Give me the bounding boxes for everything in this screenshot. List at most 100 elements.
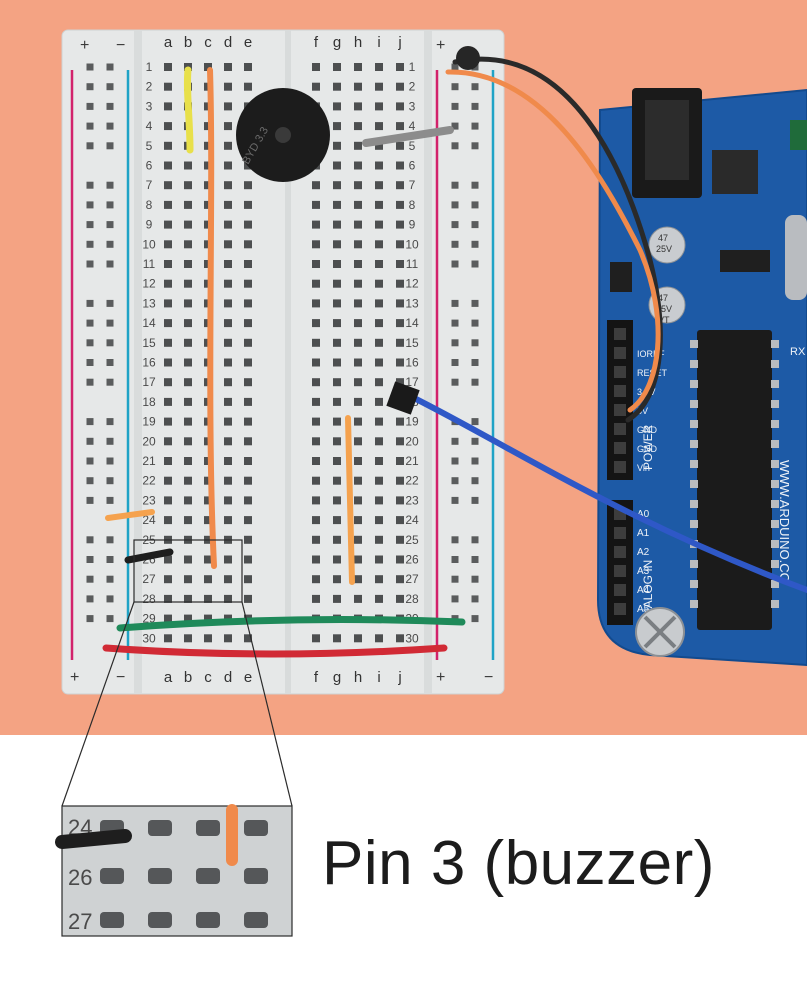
breadboard-hole (164, 161, 172, 170)
column-letter: h (354, 34, 362, 51)
breadboard-hole (375, 378, 383, 387)
rail-hole (471, 556, 479, 563)
header-pin (614, 527, 626, 539)
row-number-left: 21 (142, 454, 156, 468)
chip-pin (771, 600, 779, 608)
breadboard-hole (375, 260, 383, 268)
breadboard-hole (333, 457, 341, 465)
row-number-right: 6 (409, 159, 416, 173)
breadboard-hole (396, 634, 404, 643)
breadboard-hole (333, 161, 341, 170)
rail-hole (471, 359, 479, 366)
chip-pin (690, 600, 698, 608)
breadboard-hole (224, 102, 232, 111)
breadboard-hole (164, 397, 172, 406)
breadboard-hole (224, 594, 232, 603)
breadboard-hole (312, 181, 320, 190)
header-pin (614, 366, 626, 378)
breadboard-hole (164, 378, 172, 387)
breadboard-hole (354, 260, 362, 268)
inset-hole (148, 820, 172, 836)
black-rail-wire (124, 548, 174, 564)
rail-hole (451, 122, 459, 130)
breadboard-hole (224, 358, 232, 367)
row-number-right: 24 (405, 513, 419, 527)
breadboard-right-rail-divider (424, 30, 432, 694)
blue-wire-connector (386, 381, 420, 415)
row-number-right: 19 (405, 415, 419, 429)
breadboard-hole (244, 63, 252, 71)
rail-hole (451, 359, 459, 366)
cap2-label: 47 (658, 293, 668, 303)
breadboard-hole (244, 555, 252, 564)
header-pin (614, 404, 626, 416)
breadboard-hole (204, 476, 212, 485)
row-number-left: 11 (143, 257, 156, 271)
row-number-left: 30 (142, 631, 156, 645)
rail-hole (106, 142, 114, 150)
breadboard-hole (312, 437, 320, 446)
rail-hole (471, 221, 479, 229)
column-letter: h (354, 669, 362, 686)
breadboard-hole (396, 82, 404, 91)
piezo-buzzer-hole (275, 127, 291, 143)
row-number-left: 8 (146, 198, 153, 212)
rail-hole (86, 319, 94, 327)
breadboard-hole (244, 378, 252, 387)
breadboard-hole (354, 476, 362, 485)
inset-hole (244, 868, 268, 884)
rail-hole (86, 122, 94, 130)
inset-hole (244, 912, 268, 928)
rail-hole (451, 339, 459, 347)
breadboard-hole (244, 417, 252, 426)
chip-pin (771, 540, 779, 548)
header-pin (614, 328, 626, 340)
breadboard-hole (354, 575, 362, 584)
header-pins (614, 328, 626, 615)
breadboard-hole (184, 575, 192, 584)
breadboard-hole (354, 535, 362, 544)
breadboard-hole (184, 397, 192, 406)
row-number-right: 11 (406, 257, 419, 271)
inset-hole (196, 820, 220, 836)
row-number-right: 5 (409, 139, 416, 153)
breadboard-hole (224, 161, 232, 170)
row-number-left: 5 (146, 139, 153, 153)
cap1-voltage: 25V (656, 244, 672, 254)
breadboard-hole (354, 417, 362, 426)
breadboard-hole (375, 417, 383, 426)
chip-pin (690, 420, 698, 428)
breadboard-hole (312, 63, 320, 71)
chip-pin (690, 460, 698, 468)
breadboard-hole (312, 634, 320, 643)
row-number-right: 10 (405, 237, 419, 251)
breadboard-hole (375, 496, 383, 505)
breadboard-hole (244, 240, 252, 249)
breadboard-hole (164, 634, 172, 643)
breadboard-hole (354, 397, 362, 406)
row-number-left: 29 (142, 612, 156, 626)
chip-pin (771, 520, 779, 528)
green-wire (116, 616, 466, 632)
row-number-right: 1 (409, 60, 416, 74)
rail-hole (471, 181, 479, 189)
rail-hole (106, 240, 114, 248)
breadboard-hole (184, 476, 192, 485)
breadboard-hole (375, 457, 383, 465)
breadboard-hole (244, 575, 252, 584)
breadboard-hole (333, 496, 341, 505)
breadboard-hole (375, 594, 383, 603)
breadboard-hole (184, 319, 192, 328)
orange-power-wire (445, 69, 661, 413)
arduino-rx-label: RX (790, 346, 806, 358)
rail-hole (106, 575, 114, 583)
header-pin-label: 5V (637, 406, 648, 416)
arduino-power-header (607, 320, 633, 480)
inset-hole (196, 912, 220, 928)
column-letter: b (184, 34, 192, 51)
row-number-right: 25 (405, 533, 419, 547)
breadboard-hole (396, 299, 404, 308)
breadboard-hole (354, 141, 362, 150)
rail-hole (451, 201, 459, 209)
breadboard-hole (224, 279, 232, 288)
